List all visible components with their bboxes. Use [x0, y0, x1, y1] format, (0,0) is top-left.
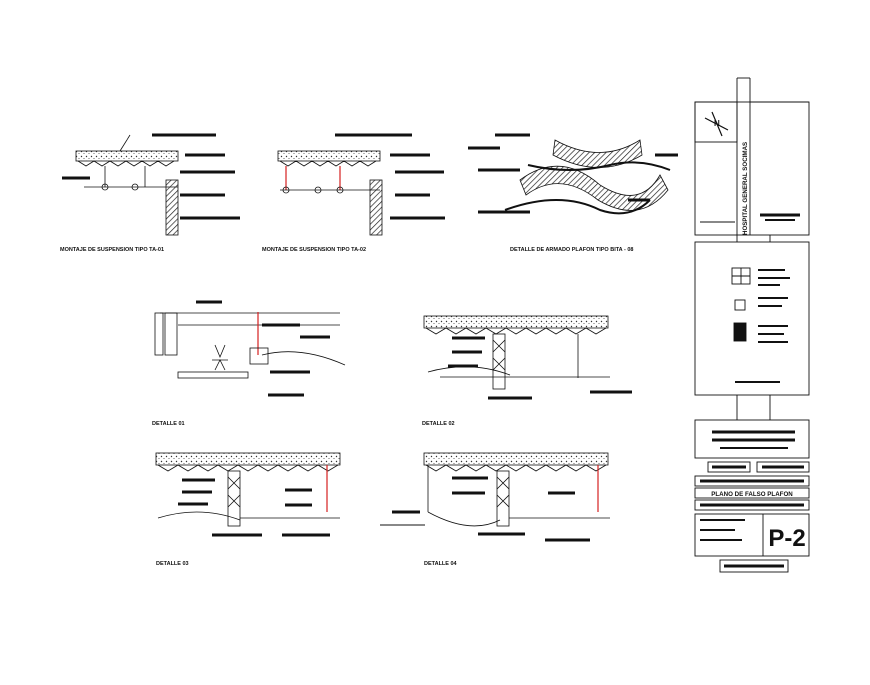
plan-name-box	[694, 487, 810, 499]
caption-ta02: MONTAJE DE SUSPENSION TIPO TA-02	[262, 247, 366, 253]
detail-ta01	[62, 133, 240, 236]
detail-02	[423, 315, 632, 400]
caption-d01: DETALLE 01	[152, 421, 185, 427]
caption-d04: DETALLE 04	[424, 561, 458, 567]
caption-armado: DETALLE DE ARMADO PLAFON TIPO BITA - 08	[510, 247, 633, 253]
detail-ta02	[277, 133, 445, 236]
north-label: N	[714, 119, 720, 128]
sheet-number: P-2	[768, 525, 805, 552]
detail-03	[155, 452, 341, 537]
detail-01	[154, 300, 346, 397]
caption-ta01: MONTAJE DE SUSPENSION TIPO TA-01	[60, 247, 164, 253]
project-name: HOSPITAL GENERAL SOCIMAS	[742, 142, 749, 235]
title-block	[694, 77, 810, 573]
detail-armado	[468, 133, 678, 215]
caption-d02: DETALLE 02	[422, 421, 455, 427]
detail-04	[380, 452, 610, 542]
caption-d03: DETALLE 03	[156, 561, 189, 567]
plan-name: PLANO DE FALSO PLAFON	[711, 491, 793, 498]
